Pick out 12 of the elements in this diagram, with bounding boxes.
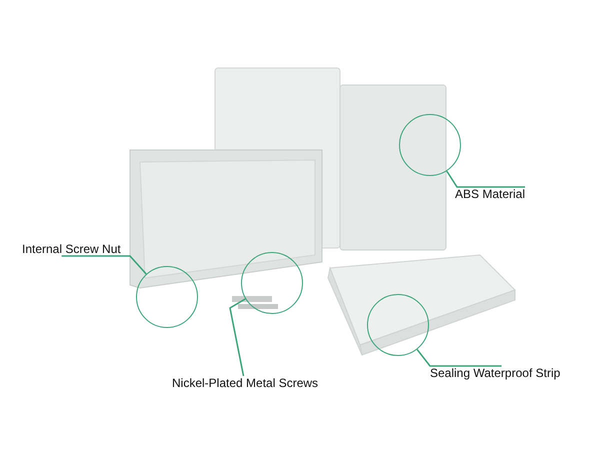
callout-label: Nickel-Plated Metal Screws bbox=[172, 376, 318, 390]
leader-line bbox=[416, 348, 502, 367]
highlight-circle bbox=[399, 114, 461, 176]
leader-line bbox=[446, 170, 525, 188]
leader-line bbox=[62, 255, 147, 274]
highlight-circle bbox=[241, 252, 303, 314]
callout-label: Internal Screw Nut bbox=[22, 242, 121, 256]
leader-line bbox=[229, 298, 246, 376]
callout-label: Sealing Waterproof Strip bbox=[430, 366, 560, 380]
highlight-circle bbox=[136, 266, 198, 328]
callout-label: ABS Material bbox=[455, 187, 526, 201]
highlight-circle bbox=[367, 294, 429, 356]
